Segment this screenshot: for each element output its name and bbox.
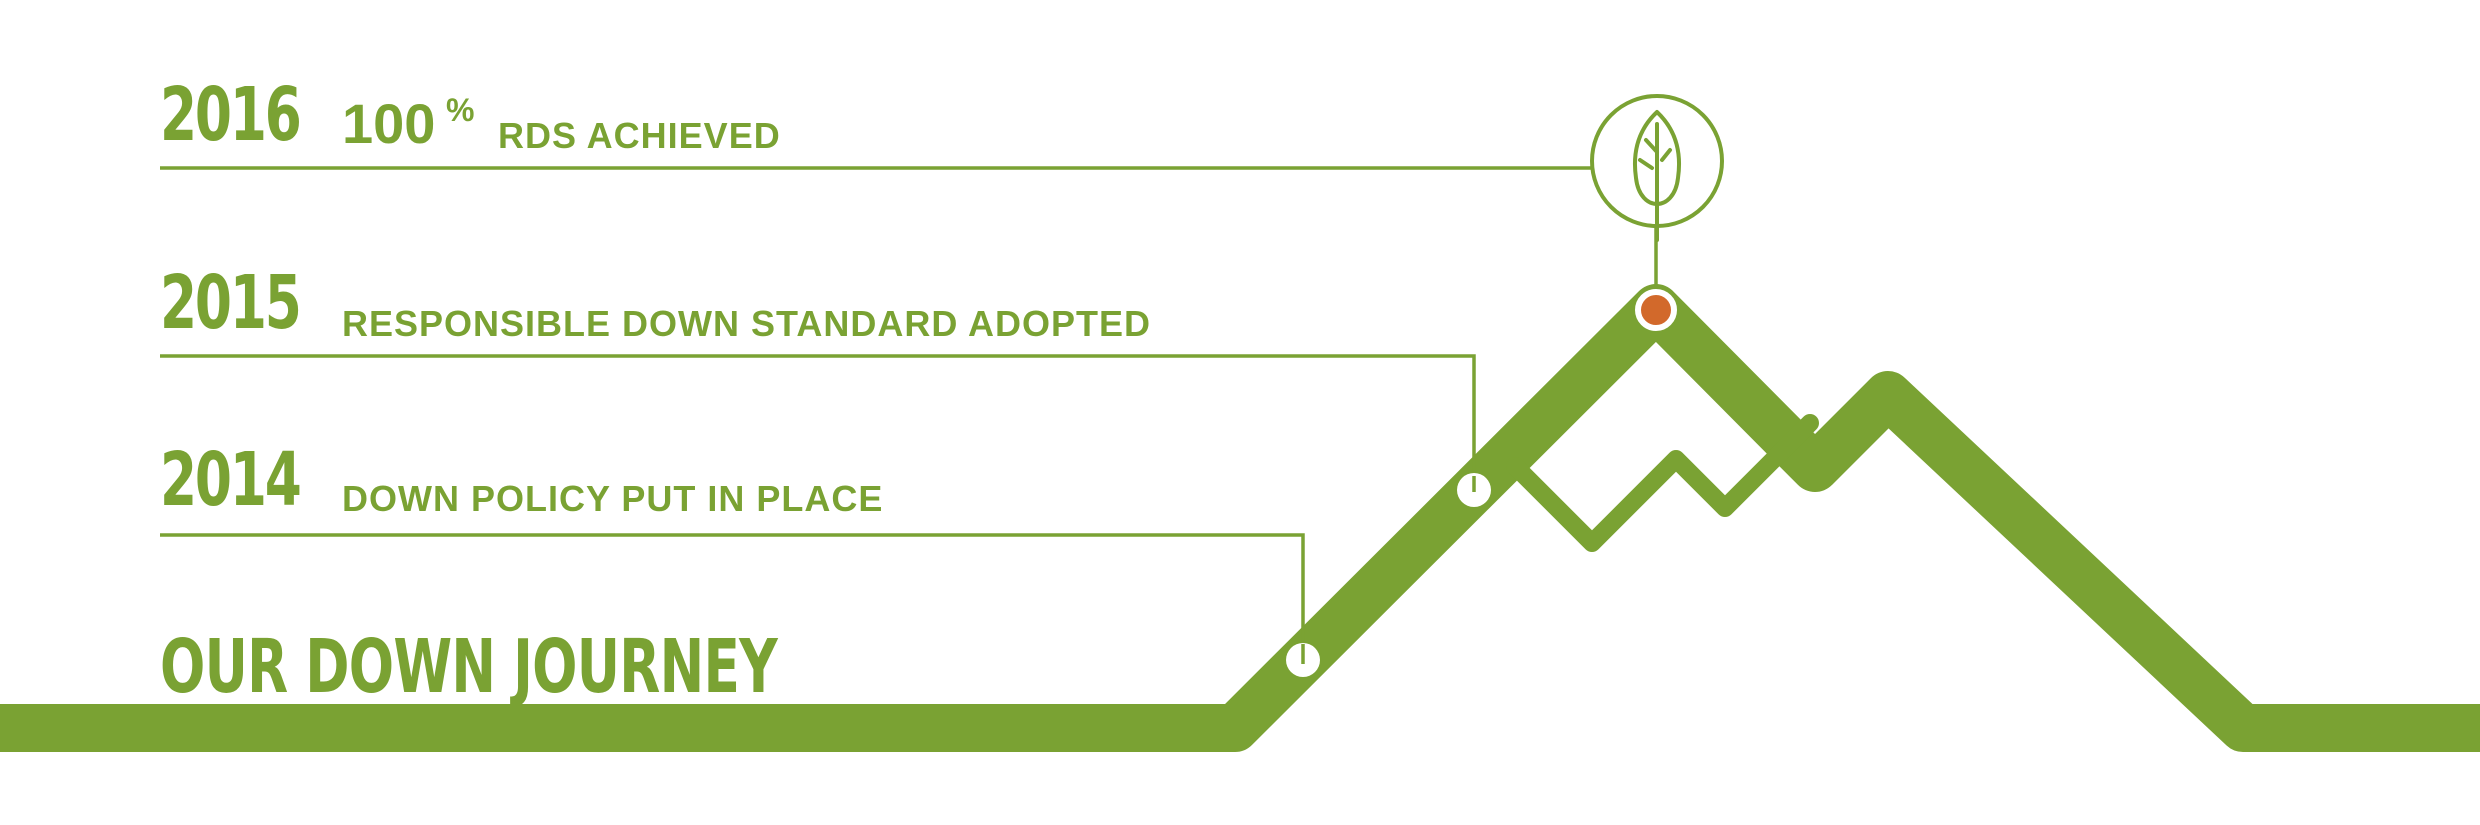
milestone-caption-2016: RDS ACHIEVED: [498, 115, 781, 156]
leader-line-2015: [160, 354, 1476, 478]
milestone-year-2014: 2014: [160, 437, 302, 523]
milestone-year-2015: 2015: [160, 260, 302, 346]
milestone-unit-2016: %: [446, 92, 475, 128]
milestone-caption-2015: RESPONSIBLE DOWN STANDARD ADOPTED: [342, 303, 1152, 344]
milestone-caption-2014: DOWN POLICY PUT IN PLACE: [342, 478, 884, 519]
leader-line-2014: [160, 533, 1305, 650]
inner-ridge: [1506, 414, 1819, 552]
marker-2016: [1635, 289, 1677, 331]
ground-line: [0, 284, 2480, 752]
page-title: OUR DOWN JOURNEY: [160, 624, 778, 710]
milestone-value-2016: 100: [342, 92, 436, 155]
leaf-icon: [1633, 110, 1681, 242]
milestone-year-2016: 2016: [160, 72, 302, 158]
